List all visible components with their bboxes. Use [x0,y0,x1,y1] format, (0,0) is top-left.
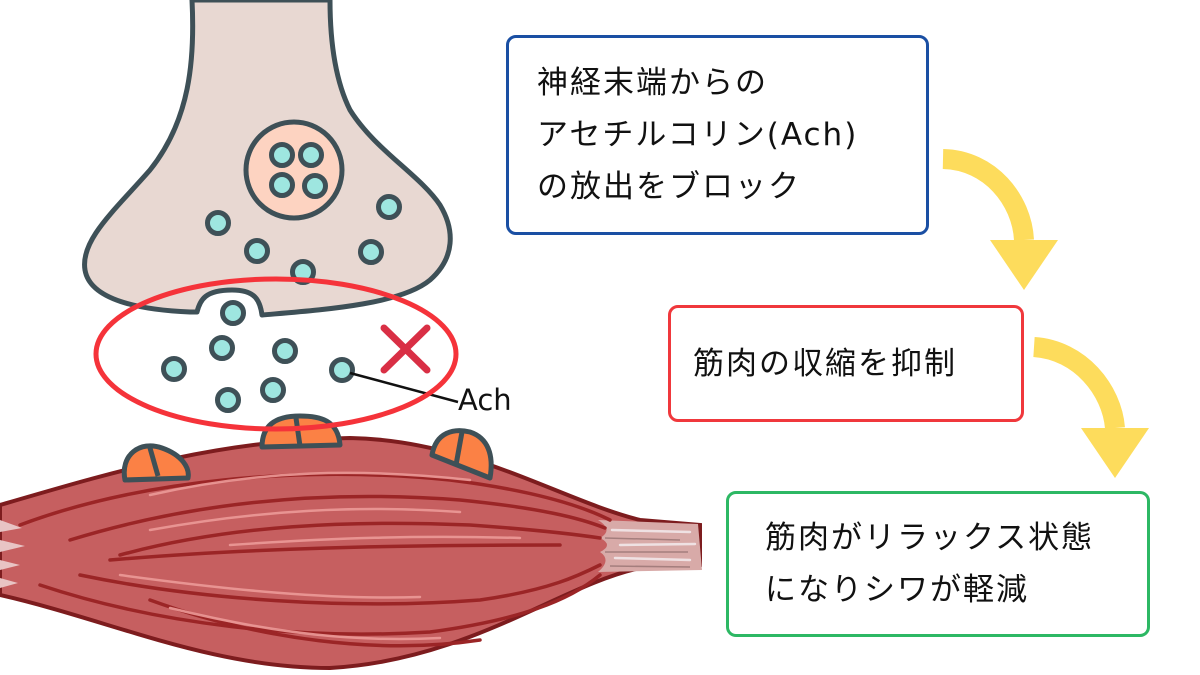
curved-arrow-icon [942,149,1058,290]
highlight-ellipse [93,276,459,432]
x-mark-icon [380,324,431,374]
step-box-block-release: 神経末端からの アセチルコリン(Ach) の放出をブロック [506,35,929,235]
step-box-suppress-contraction: 筋肉の収縮を抑制 [668,305,1024,422]
receptor-right [429,428,494,481]
vesicle-cluster [243,119,345,221]
ach-label: Ach [458,383,512,417]
muscle-tendon [598,520,702,572]
receptor-center [259,413,343,450]
vesicles-terminal [205,194,402,285]
step-box-wrinkle-reduction: 筋肉がリラックス状態 になりシワが軽減 [726,491,1150,637]
curved-arrow-icon [1032,337,1149,478]
ach-leader-line [349,371,459,404]
receptor-left [121,443,191,483]
step-text-line: 筋肉の収縮を抑制 [693,345,957,382]
step-text-line: アセチルコリン(Ach) [537,117,859,153]
step-text-line: になりシワが軽減 [765,572,1029,608]
muscle-icon [0,435,702,671]
step-text-line: 神経末端からの [537,65,768,101]
step-text-line: の放出をブロック [537,169,801,205]
ach-molecules [161,300,355,413]
step-text-line: 筋肉がリラックス状態 [765,520,1095,556]
